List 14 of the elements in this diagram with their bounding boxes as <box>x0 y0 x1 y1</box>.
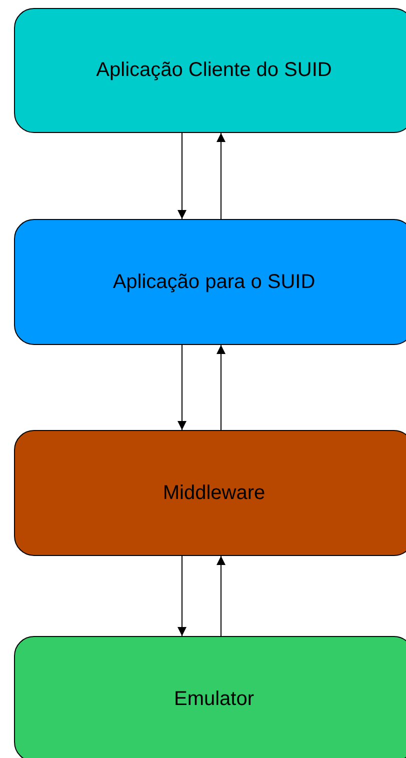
process-box <box>14 219 406 345</box>
arrow <box>178 556 186 636</box>
arrow <box>216 132 226 220</box>
process-box <box>14 8 406 133</box>
box-label: Aplicação para o SUID <box>112 270 316 294</box>
box-label: Emulator <box>174 688 254 710</box>
process-box <box>14 636 406 758</box>
arrow <box>178 344 186 430</box>
box-label: Middleware <box>162 482 266 504</box>
process-box <box>14 430 406 556</box>
arrow <box>178 132 186 220</box>
box-label: Aplicação Cliente do SUID <box>96 59 332 82</box>
arrow <box>216 344 226 430</box>
arrow <box>216 556 226 636</box>
